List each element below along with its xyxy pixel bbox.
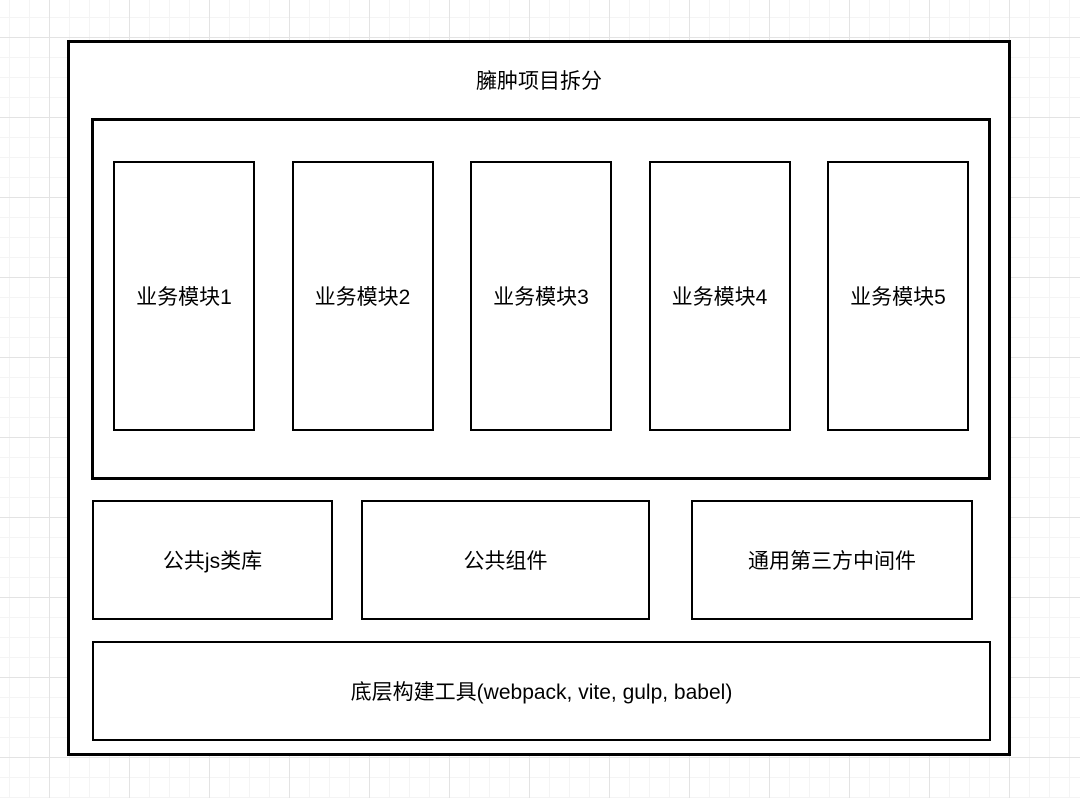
shared-js-library-box: 公共js类库 (92, 500, 333, 620)
business-module-3-box: 业务模块3 (470, 161, 612, 431)
business-module-2-box: 业务模块2 (291, 161, 434, 431)
business-module-4-box: 业务模块4 (648, 161, 791, 431)
business-module-1-box: 业务模块1 (113, 161, 255, 431)
build-tools-box: 底层构建工具(webpack, vite, gulp, babel) (92, 641, 991, 741)
business-module-5-box: 业务模块5 (827, 161, 969, 431)
third-party-middleware-box: 通用第三方中间件 (691, 500, 973, 620)
diagram-title: 臃肿项目拆分 (476, 70, 602, 93)
project-outer-box: 臃肿项目拆分 业务模块1 业务模块2 业务模块3 业务模块4 业务模块5 公共j… (67, 40, 1011, 756)
shared-components-box: 公共组件 (361, 500, 650, 620)
business-modules-container: 业务模块1 业务模块2 业务模块3 业务模块4 业务模块5 (91, 118, 991, 480)
